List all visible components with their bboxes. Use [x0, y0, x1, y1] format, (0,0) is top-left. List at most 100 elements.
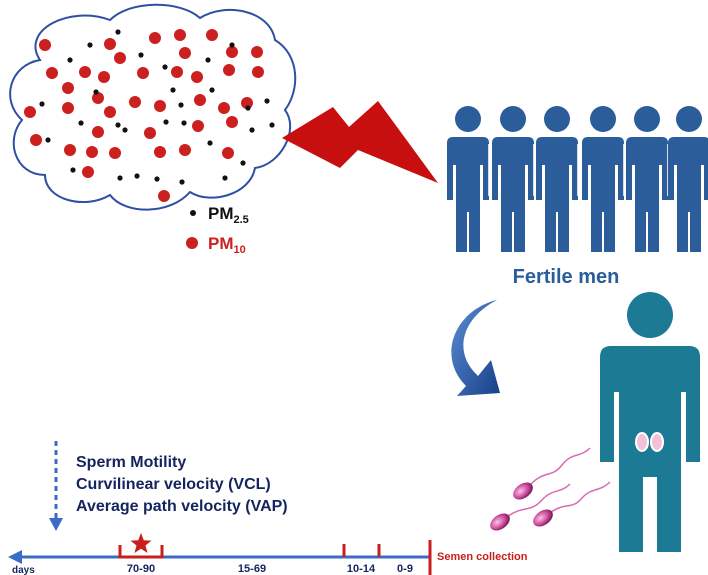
pm25-particle: [209, 87, 215, 93]
pm25-particle: [39, 101, 45, 107]
pm10-particle: [206, 29, 218, 41]
pm25-particle: [67, 57, 73, 63]
outcome-vap: Average path velocity (VAP): [76, 498, 288, 515]
pm10-particle: [129, 96, 141, 108]
outcome-vcl: Curvilinear velocity (VCL): [76, 476, 271, 493]
sperm-icon: [513, 447, 591, 500]
man-figure: [447, 106, 490, 252]
man-figure: [536, 106, 579, 252]
pm10-particle: [179, 144, 191, 156]
curved-arrow-icon: [451, 300, 500, 396]
pm10-particle: [194, 94, 206, 106]
window-label-15-69: 15-69: [238, 563, 266, 575]
pm25-particle: [78, 120, 84, 126]
pm25-particle: [222, 175, 228, 181]
pm25-particle: [115, 122, 121, 128]
timeline-axis-label: days: [12, 565, 35, 575]
sperm-icon: [490, 483, 571, 531]
pm25-particle: [207, 140, 213, 146]
pm10-particle: [251, 46, 263, 58]
pm25-particle: [163, 119, 169, 125]
lightning-bolt-icon: [282, 101, 438, 183]
pm25-legend-label: PM2.5: [208, 204, 249, 226]
pm25-particle: [249, 127, 255, 133]
pm10-particle: [30, 134, 42, 146]
pm25-particle: [181, 120, 187, 126]
particle-legend: PM2.5 PM10: [186, 204, 249, 256]
star-icon: [130, 533, 152, 553]
pm25-particle: [138, 52, 144, 58]
people-group-icon: [447, 106, 708, 252]
pm10-particle: [24, 106, 36, 118]
pm10-particle: [174, 29, 186, 41]
sperm-cluster: [490, 447, 611, 531]
man-figure: [492, 106, 535, 252]
exposure-timeline: days 70-90 15-69 10-14 0-9 Semen collect…: [8, 533, 528, 575]
pm10-particle: [179, 47, 191, 59]
pm25-particle: [122, 127, 128, 133]
pm25-particle: [134, 173, 140, 179]
pm10-particle: [218, 102, 230, 114]
pm10-particle: [86, 146, 98, 158]
pm10-legend-dot: [186, 237, 198, 249]
pm25-particle: [87, 42, 93, 48]
outcome-list: Sperm Motility Curvilinear velocity (VCL…: [76, 454, 288, 515]
pm10-particle: [144, 127, 156, 139]
dotted-down-arrow-icon: [49, 441, 63, 531]
outcome-title: Sperm Motility: [76, 454, 186, 471]
pm10-particle: [137, 67, 149, 79]
pm25-particle: [240, 160, 246, 166]
sperm-icon: [533, 481, 611, 527]
timeline-arrowhead-icon: [8, 550, 22, 564]
pm25-particle: [179, 179, 185, 185]
pm25-particle: [117, 175, 123, 181]
pm10-particle: [252, 66, 264, 78]
man-figure: [626, 106, 669, 252]
window-bracket-70-90: [118, 545, 164, 559]
group-label: Fertile men: [513, 266, 620, 288]
window-label-10-14: 10-14: [347, 563, 376, 575]
pm25-particle: [264, 98, 270, 104]
pm10-particle: [62, 102, 74, 114]
man-figure: [668, 106, 708, 252]
pm25-particle: [154, 176, 160, 182]
pm10-particle: [46, 67, 58, 79]
person-icon: [600, 292, 700, 552]
pm10-particle: [92, 126, 104, 138]
testes-icon: [635, 432, 664, 452]
pm10-particle: [39, 39, 51, 51]
pm25-particle: [93, 89, 99, 95]
particle-cloud-icon: [9, 3, 297, 211]
pm10-particle: [154, 146, 166, 158]
pm10-particle: [158, 190, 170, 202]
pm25-particle: [178, 102, 184, 108]
pm10-particle: [82, 166, 94, 178]
window-label-70-90: 70-90: [127, 563, 155, 575]
pm25-particle: [229, 42, 235, 48]
pm25-particle: [269, 122, 275, 128]
pm10-particle: [241, 97, 253, 109]
pm10-legend-label: PM10: [208, 234, 246, 256]
pm10-particle: [114, 52, 126, 64]
pm10-particle: [154, 100, 166, 112]
pm10-particle: [149, 32, 161, 44]
pm10-particle: [226, 46, 238, 58]
pm25-particle: [170, 87, 176, 93]
pm10-particle: [104, 38, 116, 50]
pm10-particle: [226, 116, 238, 128]
pm25-particle: [205, 57, 211, 63]
pm25-legend-dot: [190, 210, 196, 216]
pm10-particle: [171, 66, 183, 78]
pm10-particle: [98, 71, 110, 83]
pm25-particle: [115, 29, 121, 35]
pm10-particle: [62, 82, 74, 94]
pm25-particle: [70, 167, 76, 173]
pm10-particle: [222, 147, 234, 159]
man-figure: [582, 106, 625, 252]
window-label-0-9: 0-9: [397, 563, 413, 575]
pm10-particles: [24, 29, 264, 202]
pm10-particle: [104, 106, 116, 118]
pm10-particle: [191, 71, 203, 83]
pm25-particle: [45, 137, 51, 143]
